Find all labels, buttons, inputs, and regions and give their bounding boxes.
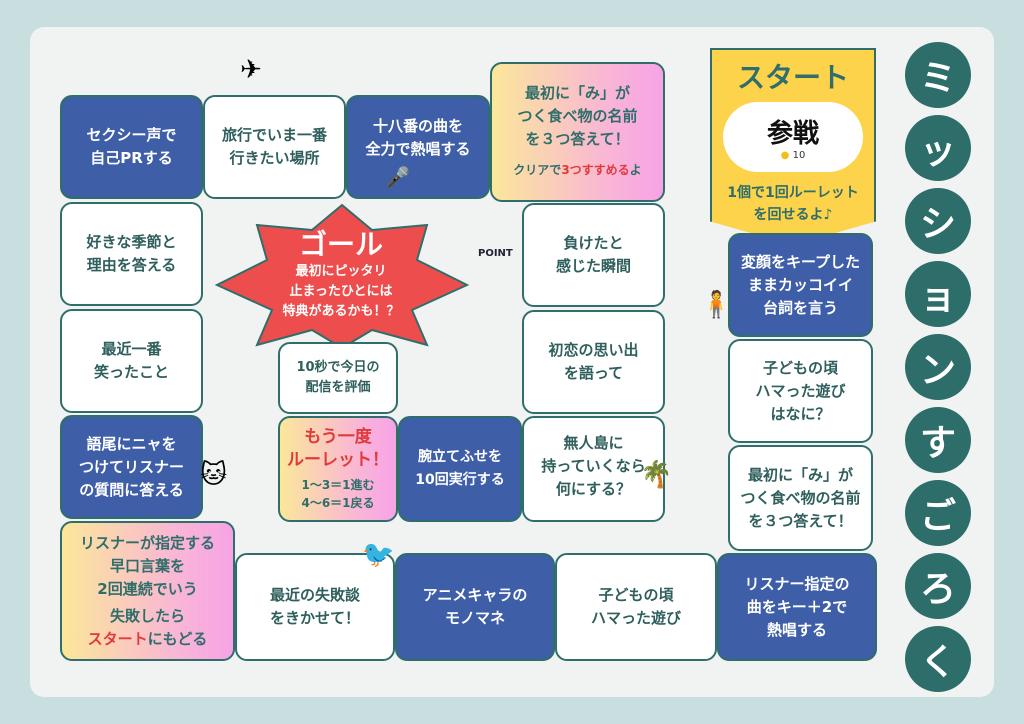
tile-fail-note: 失敗したらスタートにもどる — [87, 606, 208, 648]
tile-text: セクシー声で 自己PRする — [86, 126, 177, 167]
tile-text: 初恋の思い出 を語って — [548, 341, 639, 382]
title-char: く — [905, 626, 971, 692]
tile-tongue-twister: リスナーが指定する 早口言葉を 2回連続でいう失敗したらスタートにもどる — [60, 521, 235, 661]
tile-note: クリアで3つすすめるよ — [513, 163, 642, 177]
bird-illustration: 🐦 — [362, 540, 395, 570]
tile-text: もう一度 ルーレット！ — [287, 427, 389, 470]
title-char: ご — [905, 480, 971, 546]
entry-badge: 参戦 ● 10 — [723, 102, 863, 172]
tile-text: 負けたと 感じた瞬間 — [555, 234, 631, 275]
entry-label: 参戦 — [766, 119, 819, 149]
tile-text: 好きな季節と 理由を答える — [86, 233, 177, 274]
start-label: スタート — [736, 61, 849, 94]
title-char: す — [905, 407, 971, 473]
goal: ゴール 最初にピッタリ 止まったひとには 特典があるかも！？ — [262, 228, 420, 322]
tile-mi-food-2: 最初に「み」が つく食べ物の名前 を３つ答えて！ — [728, 445, 873, 551]
tile-travel: 旅行でいま一番 行きたい場所 — [203, 95, 346, 199]
title-char: ろ — [905, 553, 971, 619]
tile-laugh: 最近一番 笑ったこと — [60, 309, 203, 413]
tile-mi-food-1: 最初に「み」が つく食べ物の名前 を３つ答えて！ クリアで3つすすめるよ — [490, 62, 665, 202]
tile-funny-face: 変顔をキープした ままカッコイイ 台詞を言う — [728, 233, 873, 337]
tile-listener-song: リスナー指定の 曲をキー＋2で 熱唱する — [717, 553, 877, 661]
tile-text: リスナー指定の 曲をキー＋2で 熱唱する — [744, 574, 850, 639]
tile-text: 子どもの頃 ハマった遊び はなに？ — [755, 358, 846, 423]
cat-illustration: 🐱 — [200, 460, 228, 490]
tile-text: 子どもの頃 ハマった遊び — [590, 586, 681, 627]
tile-first-love: 初恋の思い出 を語って — [522, 310, 665, 414]
tile-text: 無人島に 持っていくなら 何にする？ — [541, 434, 646, 498]
airplane-illustration: ✈ — [240, 55, 262, 85]
tile-text: 旅行でいま一番 行きたい場所 — [221, 126, 327, 167]
title-char: ミ — [905, 42, 971, 108]
tile-karaoke: 十八番の曲を 全力で熱唱する — [346, 95, 490, 199]
tile-island: 無人島に 持っていくなら 何にする？ — [522, 416, 665, 522]
boy-illustration: 🧍 — [700, 290, 733, 320]
tile-text: 最初に「み」が つく食べ物の名前 を３つ答えて！ — [517, 84, 638, 148]
tile-text: 最近一番 笑ったこと — [93, 340, 169, 381]
title-char: ッ — [905, 115, 971, 181]
tile-anime: アニメキャラの モノマネ — [395, 553, 555, 661]
title-char: ョ — [905, 261, 971, 327]
tile-lost: 負けたと 感じた瞬間 — [522, 203, 665, 307]
coin-count: ● 10 — [780, 150, 806, 161]
coin-icon: ● — [780, 150, 790, 161]
tile-childhood-play-2: 子どもの頃 ハマった遊び はなに？ — [728, 339, 873, 443]
tile-failure: 最近の失敗談 をきかせて！ — [235, 553, 395, 661]
tile-pushup: 腕立てふせを 10回実行する — [398, 416, 522, 522]
tile-text: 最初に「み」が つく食べ物の名前 を３つ答えて！ — [740, 465, 861, 530]
tile-text: 10秒で今日の 配信を評価 — [296, 360, 380, 395]
tile-sexy-voice: セクシー声で 自己PRする — [60, 95, 203, 199]
tile-roulette-again: もう一度 ルーレット！ 1～3＝1進む 4～6＝1戻る — [278, 416, 398, 522]
tile-text: リスナーが指定する 早口言葉を 2回連続でいう — [79, 533, 215, 598]
tile-text: アニメキャラの モノマネ — [422, 586, 528, 627]
goal-label: ゴール — [298, 228, 383, 261]
start-note: 1個で1回ルーレット を回せるよ♪ — [727, 185, 859, 223]
tile-text: 変顔をキープした ままカッコイイ 台詞を言う — [740, 252, 861, 317]
tile-text: 十八番の曲を 全力で熱唱する — [365, 117, 471, 158]
palm-island-illustration: 🌴 — [640, 460, 673, 490]
start-tile: スタート 参戦 ● 10 1個で1回ルーレット を回せるよ♪ — [710, 48, 876, 245]
title-char: ン — [905, 334, 971, 400]
tile-text: 最近の失敗談 をきかせて！ — [269, 586, 360, 627]
tile-text: 語尾にニャを つけてリスナー の質問に答える — [78, 434, 184, 499]
tile-childhood-play: 子どもの頃 ハマった遊び — [555, 553, 717, 661]
goal-note: 最初にピッタリ 止まったひとには 特典があるかも！？ — [282, 264, 400, 319]
singers-illustration: 🎤 — [385, 165, 410, 189]
tile-text: 腕立てふせを 10回実行する — [415, 449, 505, 488]
point-illustration: POINT — [478, 248, 513, 259]
tile-rate-stream: 10秒で今日の 配信を評価 — [278, 342, 398, 414]
tile-nya: 語尾にニャを つけてリスナー の質問に答える — [60, 415, 203, 519]
tile-rule: 1～3＝1進む 4～6＝1戻る — [301, 478, 375, 510]
title-char: シ — [905, 188, 971, 254]
tile-season: 好きな季節と 理由を答える — [60, 202, 203, 306]
